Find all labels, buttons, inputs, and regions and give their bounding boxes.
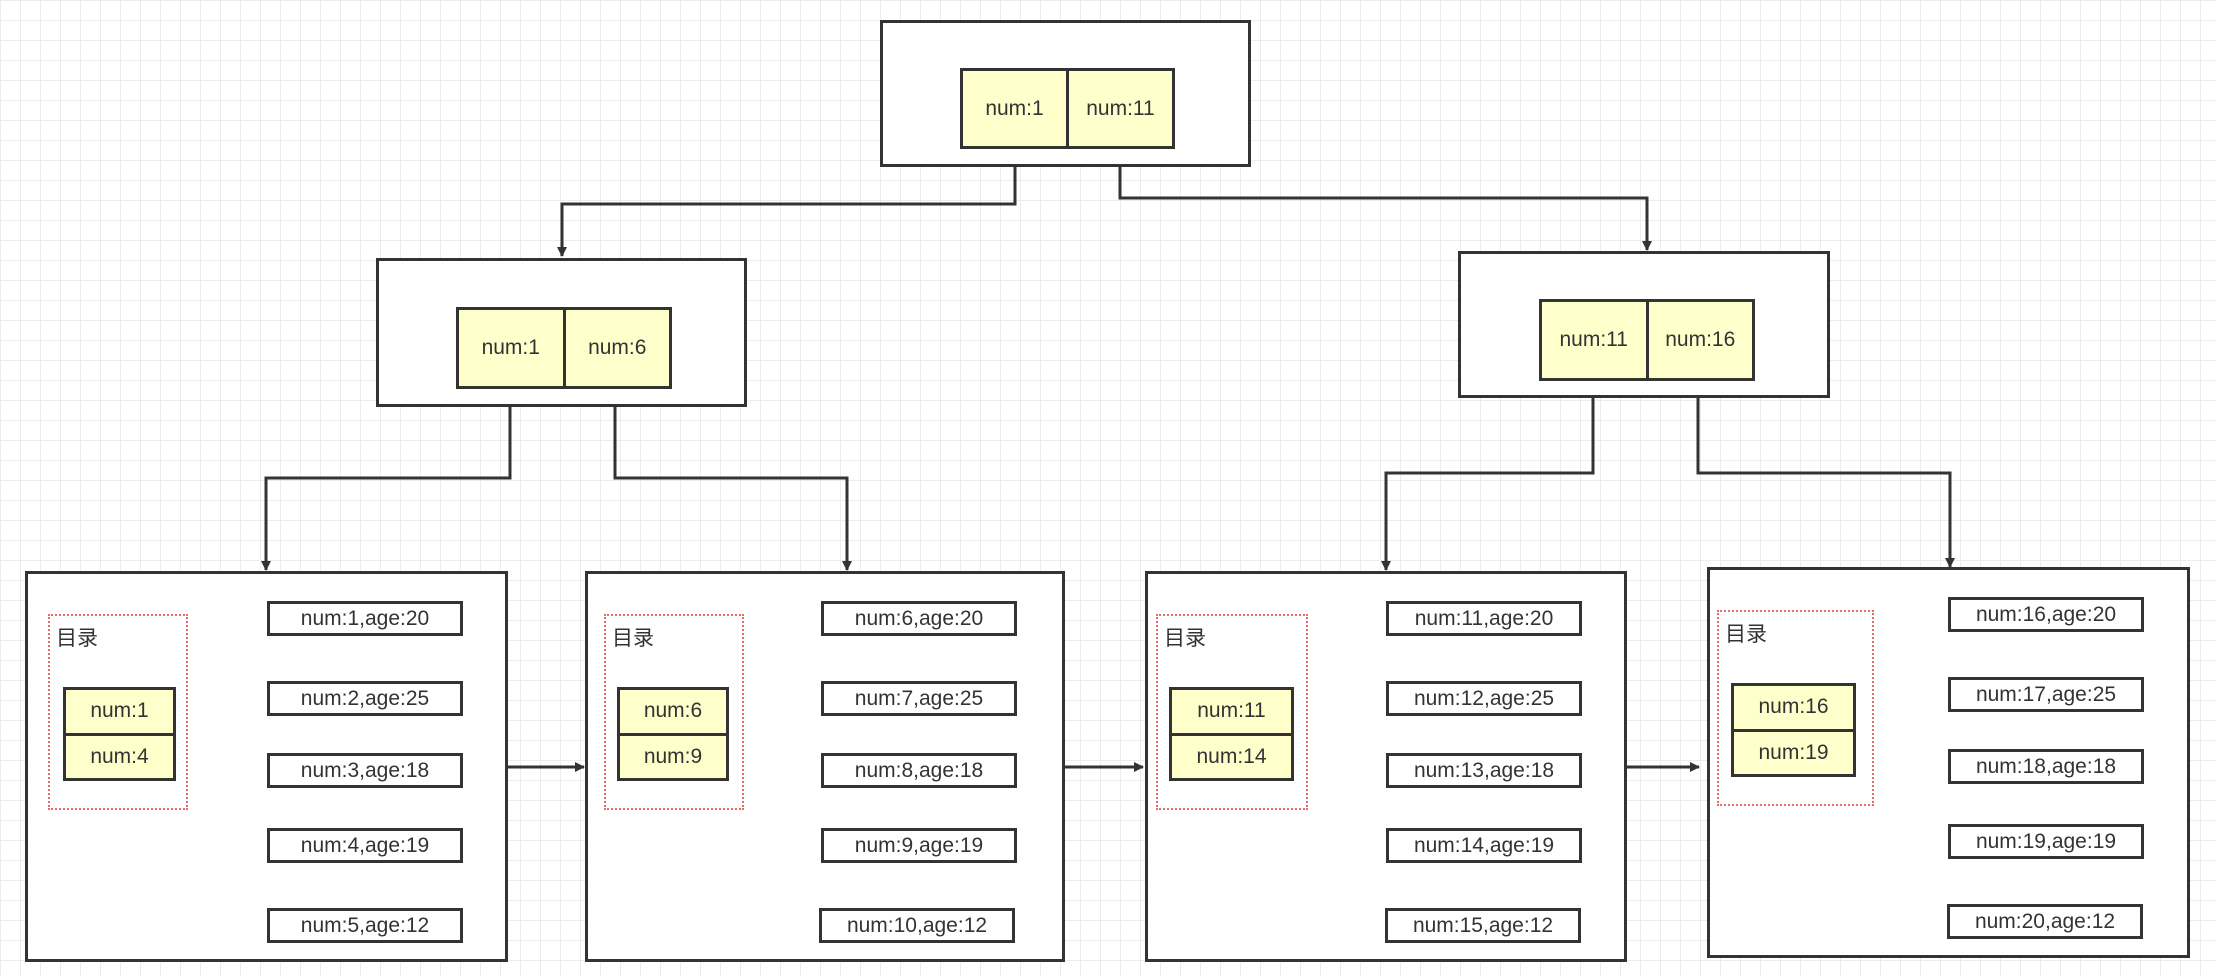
root-node: num:1 num:11 (880, 20, 1251, 167)
directory-label: 目录 (1164, 627, 1206, 650)
directory-keys: num:6 num:9 (617, 687, 729, 781)
directory-key: num:16 (1758, 695, 1829, 719)
leaf-page: 目录 num:11 num:14 num:11,age:20 num:12,ag… (1145, 571, 1627, 962)
directory-key: num:19 (1734, 728, 1853, 775)
directory-key: num:9 (620, 732, 726, 779)
directory-key: num:6 (643, 699, 703, 723)
record: num:9,age:19 (821, 828, 1017, 863)
directory-label: 目录 (56, 627, 98, 650)
record: num:20,age:12 (1947, 904, 2143, 939)
record: num:15,age:12 (1385, 908, 1581, 943)
edge-internal-left-to-page-2 (613, 387, 852, 571)
internal-key: num:16 (1645, 302, 1753, 378)
leaf-page: 目录 num:1 num:4 num:1,age:20 num:2,age:25… (25, 571, 508, 962)
directory-keys: num:1 num:4 (63, 687, 176, 781)
directory-box: 目录 (48, 614, 188, 810)
record: num:6,age:20 (821, 601, 1017, 636)
internal-key-pair: num:1 num:6 (456, 307, 672, 389)
record: num:14,age:19 (1386, 828, 1582, 863)
edge-internal-right-to-page-3 (1381, 377, 1595, 571)
record: num:18,age:18 (1948, 749, 2144, 784)
directory-key: num:11 (1197, 699, 1266, 723)
directory-key: num:1 (90, 699, 149, 723)
directory-label: 目录 (1725, 623, 1767, 646)
internal-key: num:11 (1559, 328, 1629, 351)
root-key: num:11 (1066, 71, 1172, 146)
record: num:7,age:25 (821, 681, 1017, 716)
record: num:16,age:20 (1948, 597, 2144, 632)
edge-root-to-right (1118, 148, 1652, 251)
record: num:11,age:20 (1386, 601, 1582, 636)
root-key: num:1 (985, 96, 1044, 120)
directory-box: 目录 (1156, 614, 1308, 810)
record: num:8,age:18 (821, 753, 1017, 788)
internal-key: num:1 (481, 336, 540, 359)
edge-root-to-left (557, 166, 1017, 257)
record: num:1,age:20 (267, 601, 463, 636)
root-key-pair: num:1 num:11 (960, 68, 1175, 149)
directory-box: 目录 (604, 614, 744, 810)
leaf-page: 目录 num:6 num:9 num:6,age:20 num:7,age:25… (585, 571, 1065, 962)
record: num:10,age:12 (819, 908, 1015, 943)
record: num:17,age:25 (1948, 677, 2144, 712)
directory-key: num:14 (1172, 732, 1291, 779)
directory-key: num:4 (66, 732, 173, 779)
internal-key: num:6 (562, 310, 670, 386)
record: num:3,age:18 (267, 753, 463, 788)
directory-keys: num:16 num:19 (1731, 683, 1856, 777)
leaf-page: 目录 num:16 num:19 num:16,age:20 num:17,ag… (1707, 567, 2190, 958)
internal-key-pair: num:11 num:16 (1539, 299, 1755, 381)
record: num:5,age:12 (267, 908, 463, 943)
directory-box: 目录 (1717, 610, 1874, 806)
record: num:2,age:25 (267, 681, 463, 716)
directory-label: 目录 (612, 627, 654, 650)
record: num:12,age:25 (1386, 681, 1582, 716)
record: num:13,age:18 (1386, 753, 1582, 788)
record: num:4,age:19 (267, 828, 463, 863)
record: num:19,age:19 (1948, 824, 2144, 859)
edge-internal-left-to-page-1 (261, 387, 512, 571)
directory-keys: num:11 num:14 (1169, 687, 1294, 781)
internal-node-left: num:1 num:6 (376, 258, 747, 407)
internal-node-right: num:11 num:16 (1458, 251, 1830, 398)
edge-internal-right-to-page-4 (1696, 377, 1955, 568)
